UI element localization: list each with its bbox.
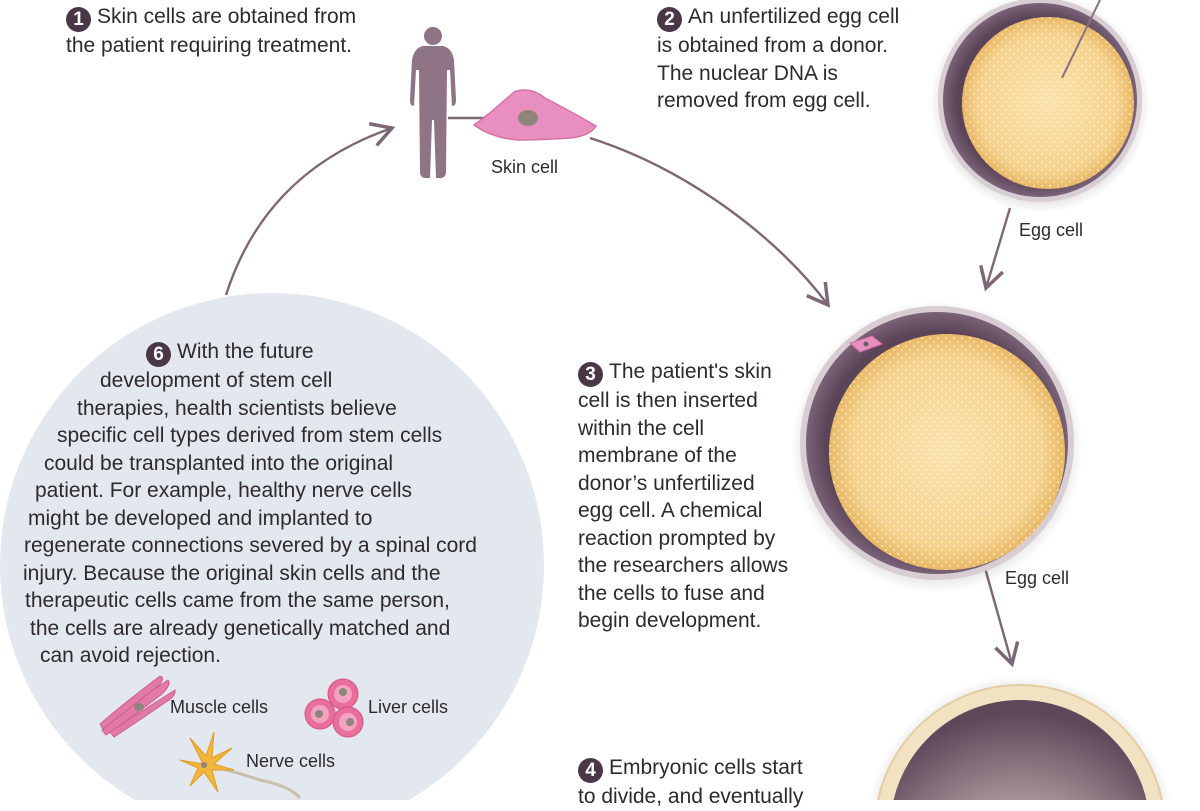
step-2-line-3: The nuclear DNA is (657, 61, 838, 85)
step-4-line-1: Embryonic cells start (609, 756, 803, 779)
arrow-3-to-4 (983, 567, 1020, 668)
nerve-cells-label: Nerve cells (246, 751, 336, 771)
step-2-text: 2 An unfertilized egg cell is obtained fr… (657, 3, 899, 115)
step-6-line: 6 With the future (146, 338, 706, 367)
arrow-2-to-3 (979, 207, 1012, 292)
step-6-line-2: development of stem cell (100, 369, 333, 392)
skin-cell-label: Skin cell (491, 157, 559, 177)
step-6-line-10: therapeutic cells came from the same per… (25, 589, 450, 612)
step-3-line-9: the cells to fuse and (578, 581, 765, 605)
step-2-line-2: is obtained from a donor. (657, 34, 889, 57)
step-2-line: 2 An unfertilized egg cell (657, 3, 899, 32)
step-4-text: 4 Embryonic cells start to divide, and ev… (578, 754, 803, 811)
step-6-line-5: could be transplanted into the original (44, 451, 394, 475)
step-1-line-2: the patient requiring treatment. (66, 34, 353, 57)
therapy-background-circle (0, 293, 544, 800)
step-2-badge: 2 (657, 7, 682, 32)
step-3-line-10: begin development. (578, 609, 762, 632)
step-6-line-12: can avoid rejection. (40, 644, 221, 667)
step-4-badge: 4 (578, 758, 603, 783)
step-3-line: 3 The patient's skin (578, 358, 788, 387)
step-3-line-4: membrane of the (578, 444, 737, 467)
step-3-line-3: within the cell (578, 416, 705, 440)
step-6-line-11: the cells are already genetically matche… (30, 616, 451, 640)
step-3-line-6: egg cell. A chemical (578, 499, 763, 522)
step-3-line-5: donor’s unfertilized (578, 471, 755, 495)
arrow-1-to-3 (589, 136, 831, 308)
egg-cell-label-2: Egg cell (1005, 568, 1070, 588)
step-1-line: 1 Skin cells are obtained from (66, 3, 356, 32)
step-6-line-9: injury. Because the original skin cells … (23, 561, 441, 585)
step-3-text: 3 The patient's skin cell is then inserte… (578, 358, 788, 635)
step-3-badge: 3 (578, 362, 603, 387)
liver-cell-icon (304, 678, 364, 738)
step-4-line-2: to divide, and eventually (578, 785, 804, 808)
step-3-line-2: cell is then inserted (578, 389, 758, 412)
step-2-line-1: An unfertilized egg cell (688, 5, 900, 28)
step-6-badge: 6 (146, 342, 171, 367)
step-6-line-6: patient. For example, healthy nerve cell… (35, 479, 413, 502)
step-1-badge: 1 (66, 7, 91, 32)
pipette-needle-icon (1061, 0, 1101, 79)
egg-cell-icon (930, 0, 1150, 213)
step-6-line-1: With the future (177, 340, 314, 363)
arrow-6-to-1 (224, 122, 396, 296)
step-3-line-7: reaction prompted by (578, 526, 776, 550)
step-4-line: 4 Embryonic cells start (578, 754, 803, 783)
step-6-line-8: regenerate connections severed by a spin… (24, 534, 477, 557)
fused-egg-cell-icon (791, 301, 1083, 593)
step-6-text: 6 With the future development of stem cel… (0, 338, 560, 670)
step-3-line-8: the researchers allows (578, 554, 789, 577)
skin-cell-icon (472, 89, 598, 141)
embryo-icon (867, 675, 1173, 800)
person-silhouette-icon (410, 27, 456, 178)
muscle-cells-label: Muscle cells (170, 697, 269, 717)
step-1-line-1: Skin cells are obtained from (97, 5, 357, 28)
liver-cells-label: Liver cells (368, 697, 449, 717)
step-2-line-4: removed from egg cell. (657, 89, 871, 112)
muscle-cell-icon (99, 675, 176, 738)
nerve-cell-icon (179, 731, 302, 800)
step-6-line-4: specific cell types derived from stem ce… (57, 424, 443, 447)
step-6-line-7: might be developed and implanted to (28, 506, 373, 530)
egg-cell-label-1: Egg cell (1019, 220, 1084, 240)
step-6-line-3: therapies, health scientists believe (77, 396, 397, 420)
step-1-text: 1 Skin cells are obtained from the patien… (66, 3, 356, 60)
step-3-line-1: The patient's skin (609, 360, 772, 383)
